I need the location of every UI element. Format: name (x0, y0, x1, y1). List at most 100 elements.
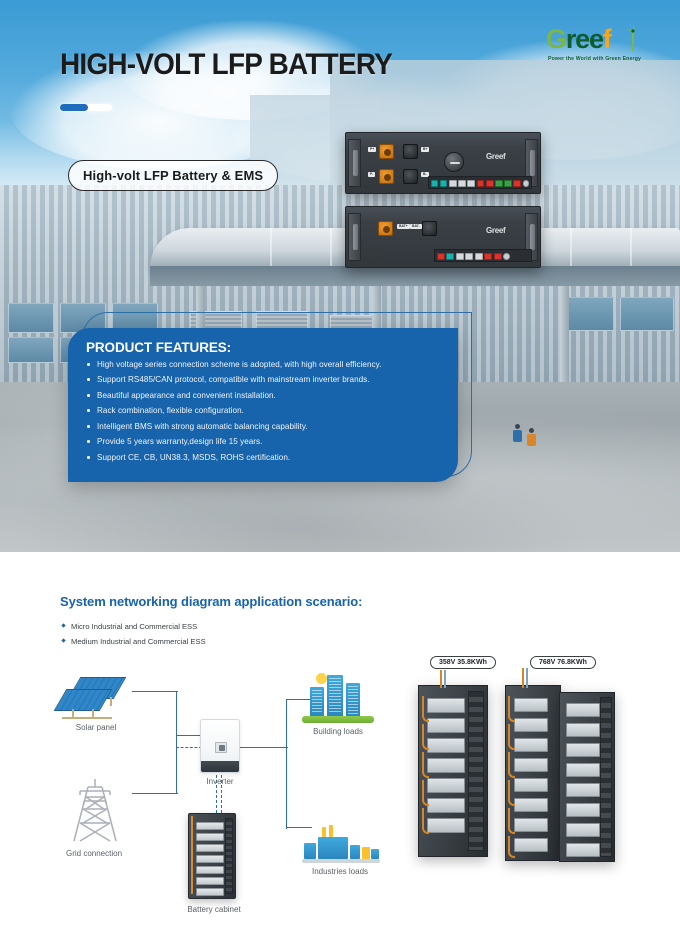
battery-control-unit-top: P+ P- B+ B- Greef (345, 132, 541, 194)
io-port-panel (434, 249, 532, 262)
brand-logo: Greef Power the World with Green Energy (546, 23, 658, 70)
comm-port (439, 179, 448, 187)
product-features-panel: PRODUCT FEATURES: High voltage series co… (68, 328, 458, 482)
line-inverter-to-cabinet (216, 775, 217, 813)
ethernet-port (448, 179, 457, 187)
aux-terminal (422, 221, 437, 236)
rack-top-cable (444, 670, 446, 688)
progress-indicator (60, 104, 112, 111)
ethernet-port (467, 179, 476, 187)
inverter-base (201, 761, 239, 772)
terminal-label: P- (368, 172, 376, 178)
battery-module (196, 888, 224, 896)
wind-turbine-icon (625, 23, 640, 51)
worker-figure (527, 428, 536, 446)
rack-cable (508, 836, 515, 858)
rack-cable (422, 780, 429, 806)
features-list: High voltage series connection scheme is… (86, 360, 440, 462)
window (560, 297, 614, 331)
rack-cable (422, 724, 429, 750)
alarm-port (484, 252, 492, 260)
rack-module (566, 723, 600, 737)
battery-rack-double-left (505, 685, 561, 861)
rack-module (566, 823, 600, 837)
alarm-port (485, 179, 494, 187)
rack-handle (353, 150, 358, 176)
line-solar-to-bus (132, 691, 178, 766)
rack-module (427, 698, 465, 713)
rack-cable (508, 752, 515, 778)
canopy-soffit (150, 266, 680, 286)
terminal-block (495, 179, 503, 187)
rotary-breaker-switch[interactable] (444, 152, 464, 172)
feature-item: Beautiful appearance and convenient inst… (86, 391, 440, 400)
ethernet-port (458, 179, 466, 187)
line-to-industry-loads (286, 827, 312, 829)
product-category-pill: High-volt LFP Battery & EMS (68, 160, 279, 191)
ethernet-port (474, 252, 483, 260)
battery-cabinet-label: Battery cabinet (187, 905, 241, 914)
rack-module (514, 798, 548, 812)
application-section: System networking diagram application sc… (0, 552, 680, 933)
worker-figure (513, 424, 522, 442)
scenario-list: Micro Industrial and Commercial ESS Medi… (62, 623, 206, 652)
battery-module (196, 877, 224, 885)
rack-module (566, 803, 600, 817)
window (8, 337, 54, 363)
building-loads-label: Building loads (313, 727, 363, 736)
rack-top-cable (526, 668, 528, 688)
industries-loads-label: Industries loads (311, 867, 369, 876)
grid-connection-label: Grid connection (65, 849, 123, 858)
logo-letter-e1: e (575, 24, 590, 54)
scenario-item: Micro Industrial and Commercial ESS (62, 623, 206, 631)
feature-item: Support CE, CB, UN38.3, MSDS, ROHS certi… (86, 453, 440, 462)
rack-module (514, 758, 548, 772)
power-terminal (378, 221, 393, 236)
cabinet-cable (191, 816, 195, 894)
battery-cabinet-icon (188, 813, 236, 899)
inverter-device (200, 719, 240, 773)
feature-item: Provide 5 years warranty,design life 15 … (86, 438, 440, 446)
power-switch[interactable] (436, 252, 445, 260)
rack-module (514, 698, 548, 712)
industry-base (302, 859, 380, 863)
alarm-port (476, 179, 485, 187)
indicator-led (503, 252, 510, 260)
logo-letter-e2: e (588, 24, 604, 54)
ethernet-port (465, 252, 473, 260)
window (8, 303, 54, 333)
line-bus-vertical (176, 691, 178, 793)
indicator-led (522, 179, 530, 187)
io-port-panel (428, 176, 532, 189)
battery-rack-double-right (559, 692, 615, 862)
section-title: System networking diagram application sc… (60, 594, 363, 609)
terminal-label: BAT- (410, 224, 422, 230)
rack-module (514, 818, 548, 832)
alarm-port (493, 252, 502, 260)
rack-cable (422, 696, 429, 722)
terminal-block (504, 179, 512, 187)
rack-handle (530, 150, 535, 176)
rack-module (514, 838, 548, 852)
rack-cable (508, 724, 515, 750)
rack-module (427, 778, 465, 793)
rack-module (427, 718, 465, 733)
rack-side-rail (600, 697, 612, 857)
rack-module (566, 763, 600, 777)
rack-module (514, 778, 548, 792)
hero-banner: HIGH-VOLT LFP BATTERY High-volt LFP Batt… (0, 0, 680, 552)
solar-panel-label: Solar panel (75, 723, 117, 732)
logo-wordmark: Greef (546, 26, 658, 53)
battery-rack-single (418, 685, 488, 857)
line-bus-to-inverter-dashed (176, 747, 202, 748)
reset-button[interactable] (513, 179, 522, 187)
rack-handle (353, 224, 358, 250)
rack-module (566, 703, 600, 717)
terminal-label: BAT+ (397, 224, 410, 230)
line-inverter-to-loads (240, 747, 288, 749)
rack-module (427, 738, 465, 753)
line-bus-to-inverter (176, 735, 202, 737)
cabinet-rail (225, 818, 233, 894)
logo-letter-g: G (546, 24, 567, 54)
support-pillar (560, 286, 569, 386)
